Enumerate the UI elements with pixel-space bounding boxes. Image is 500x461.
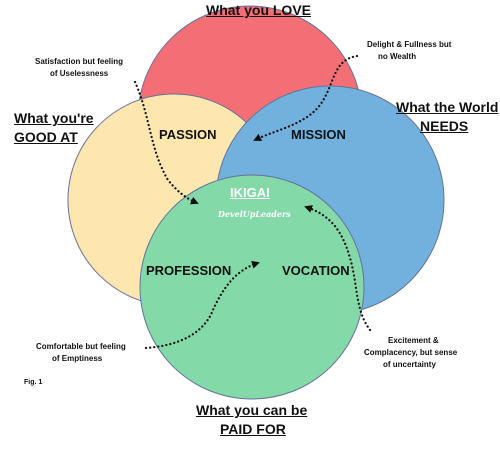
note-passion-line2: of Uselessness (50, 69, 109, 78)
center-brand-label: DevelUpLeaders (218, 209, 291, 219)
region-passion: PASSION (159, 127, 217, 142)
arrow-vocation-note (304, 205, 372, 332)
note-profession-line2: of Emptiness (52, 354, 103, 363)
heading-needs-line1: What the World (396, 99, 499, 115)
note-mission-line2: no Wealth (378, 52, 417, 61)
note-vocation-line1: Excitement & (388, 336, 439, 345)
heading-needs-line2: NEEDS (420, 118, 469, 134)
heading-love: What you LOVE (206, 2, 311, 18)
note-vocation-line3: of uncertainty (383, 360, 436, 369)
arrow-profession-note (144, 260, 260, 350)
center-title-ikigai: IKIGAI (230, 185, 270, 200)
arrow-passion-note (133, 80, 199, 205)
heading-paid-line1: What you can be (196, 402, 308, 418)
heading-good-at-line2: GOOD AT (14, 129, 78, 145)
note-vocation-line2: Complacency, but sense (364, 348, 458, 357)
region-profession: PROFESSION (146, 263, 232, 278)
note-profession-line1: Comfortable but feeling (36, 342, 126, 351)
note-mission-line1: Delight & Fullness but (367, 40, 452, 49)
heading-paid-line2: PAID FOR (220, 421, 286, 437)
circle-paid-for (139, 174, 365, 400)
region-mission: MISSION (291, 127, 346, 142)
figure-label: Fig. 1 (24, 379, 43, 386)
region-vocation: VOCATION (282, 263, 350, 278)
note-passion-line1: Satisfaction but feeling (35, 57, 124, 66)
heading-good-at-line1: What you're (14, 110, 94, 126)
